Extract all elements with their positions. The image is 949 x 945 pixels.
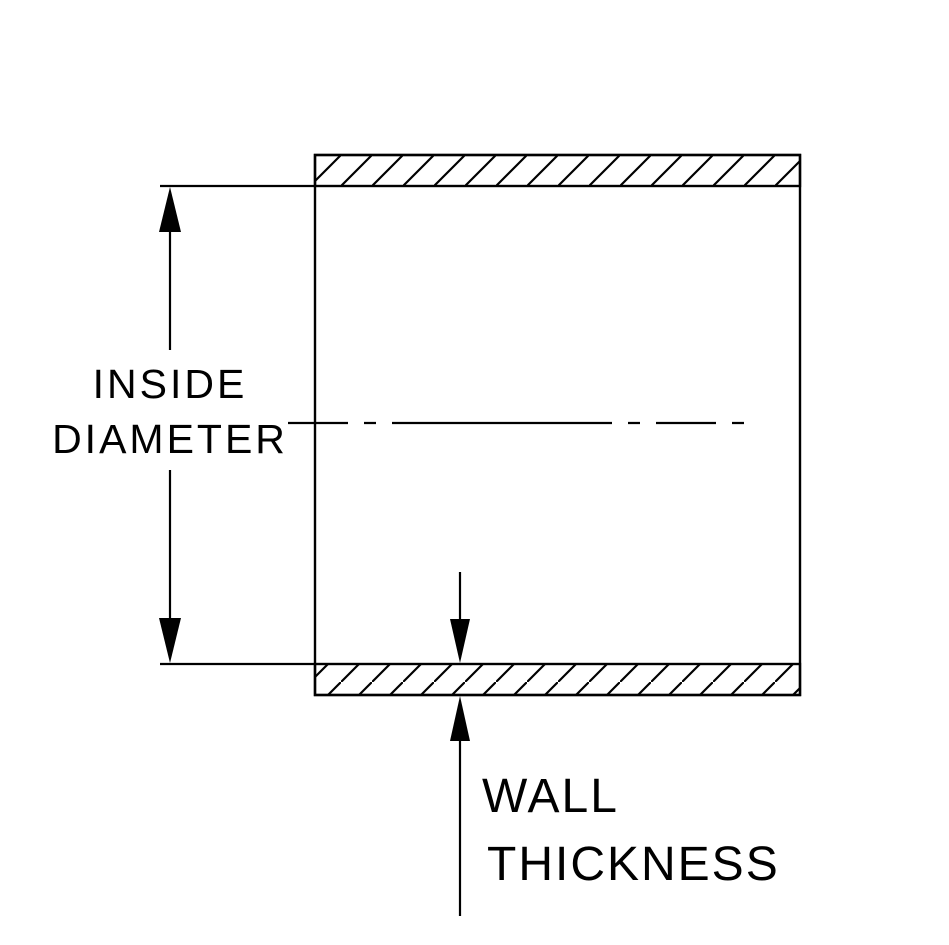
diagram-labels: INSIDE DIAMETER WALL THICKNESS (52, 361, 780, 891)
wall-thickness-dimension (450, 572, 470, 916)
arrowhead-down-icon (450, 619, 470, 663)
inside-diameter-label-line1: INSIDE (93, 361, 248, 407)
arrowhead-down-icon (159, 618, 181, 663)
tube-wall-top-hatching (313, 153, 802, 188)
inside-diameter-label-line2: DIAMETER (52, 416, 288, 462)
wall-thickness-label-line1: WALL (482, 770, 619, 823)
arrowhead-up-icon (159, 187, 181, 232)
wall-thickness-label-line2: THICKNESS (487, 838, 780, 891)
tube-wall-bottom-hatching (313, 662, 802, 697)
tube-body-outline (313, 153, 802, 697)
inside-diameter-dimension (159, 184, 314, 666)
arrowhead-up-icon (450, 696, 470, 741)
tube-body (288, 153, 802, 697)
